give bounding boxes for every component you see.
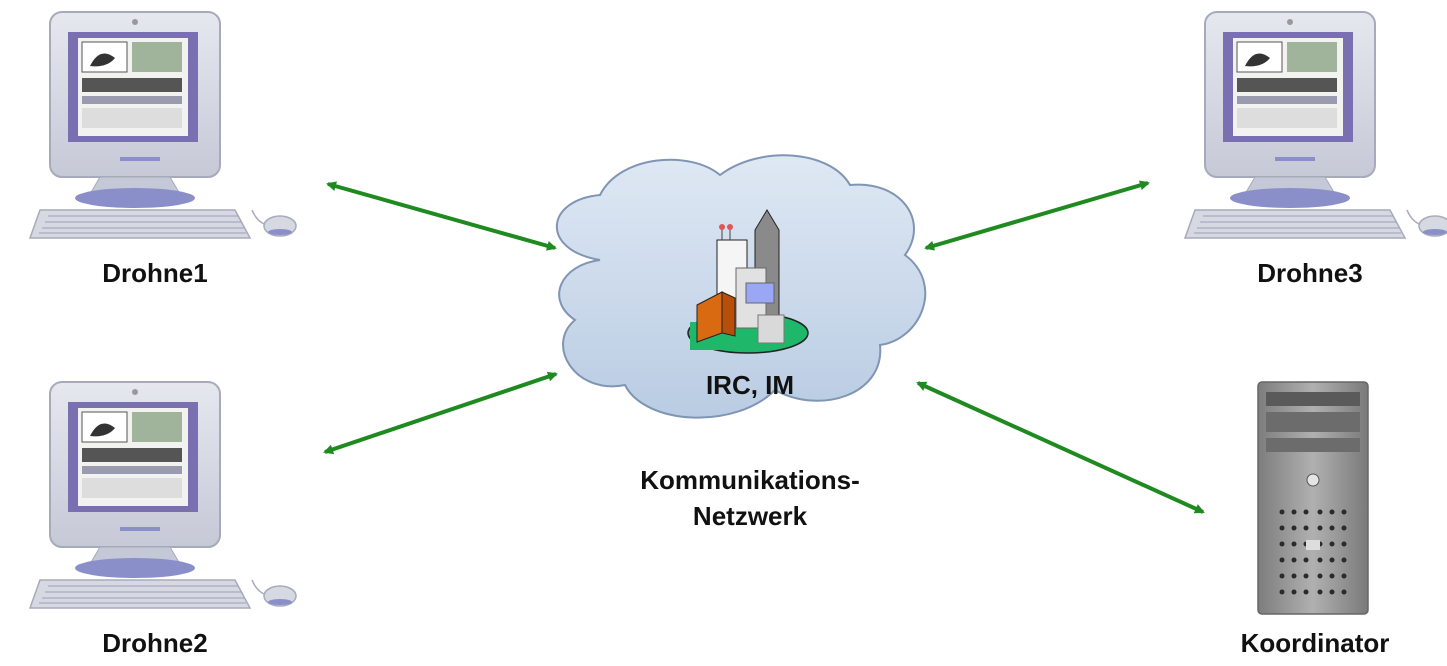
network-caption-line2: Netzwerk	[692, 501, 808, 531]
server-tower-icon	[1257, 381, 1369, 615]
computer-drohne3	[1184, 11, 1447, 239]
network-caption: Kommunikations- Netzwerk	[560, 462, 940, 534]
city-icon	[687, 209, 809, 354]
computer-drohne2	[29, 381, 297, 609]
label-drohne3: Drohne3	[1257, 258, 1363, 288]
label-koordinator: Koordinator	[1240, 628, 1390, 658]
label-drohne1: Drohne1	[102, 258, 208, 288]
network-protocol-label: IRC, IM	[705, 370, 795, 400]
connection-arrows	[323, 180, 1205, 514]
network-caption-line1: Kommunikations-	[640, 465, 860, 495]
label-drohne2: Drohne2	[102, 628, 208, 658]
computer-drohne1	[29, 11, 297, 239]
